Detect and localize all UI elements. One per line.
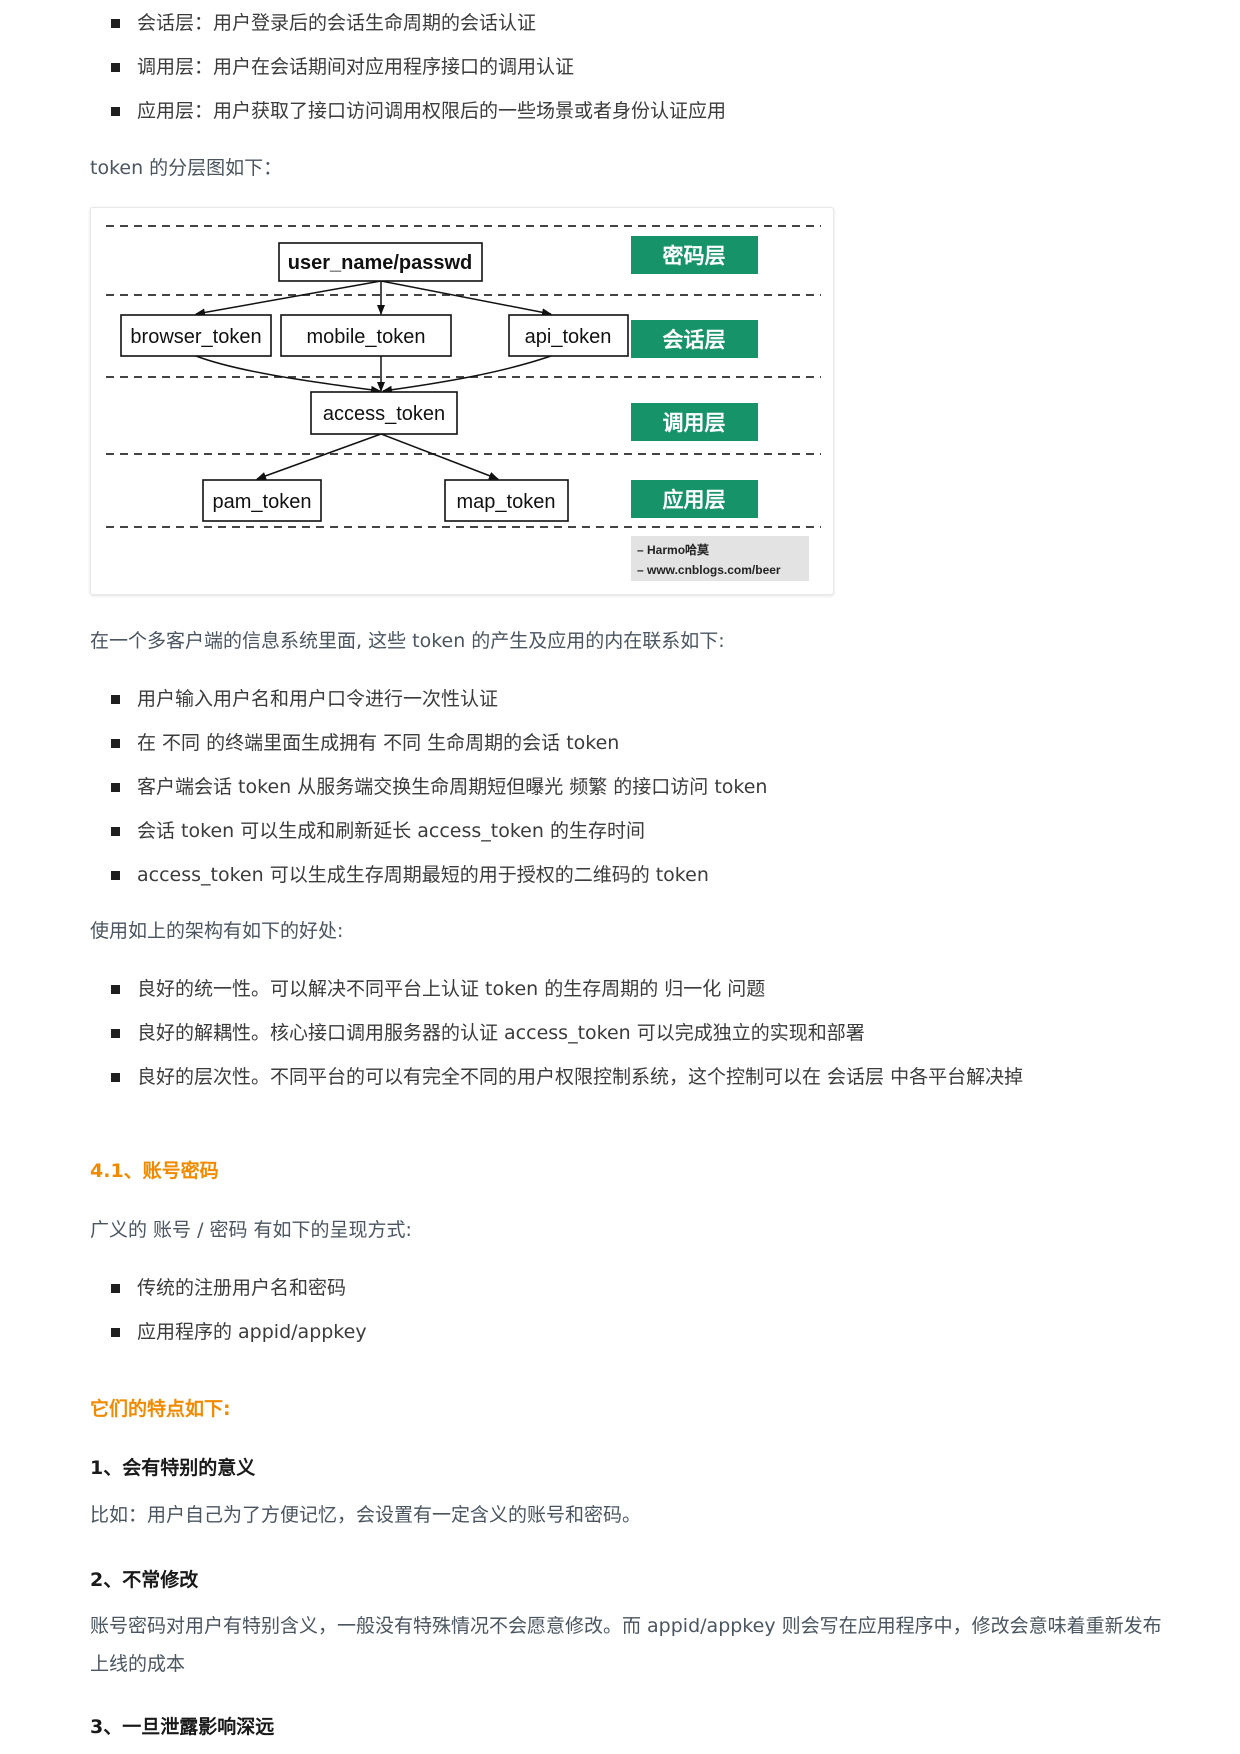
list-item: 用户输入用户名和用户口令进行一次性认证 — [0, 677, 767, 721]
bullet-square-icon — [111, 1073, 120, 1082]
list-item: 会话层：用户登录后的会话生命周期的会话认证 — [0, 1, 726, 45]
section-heading: 4.1、账号密码 — [90, 1160, 219, 1182]
layer-tag-session-label: 会话层 — [663, 328, 726, 352]
list-item: 会话 token 可以生成和刷新延长 access_token 的生存时间 — [0, 809, 767, 853]
bullet-square-icon — [111, 985, 120, 994]
node-boxes — [120, 242, 629, 522]
node-browser-box — [120, 314, 272, 357]
list-item: 良好的层次性。不同平台的可以有完全不同的用户权限控制系统，这个控制可以在 会话层… — [0, 1055, 1023, 1099]
relation-list: 用户输入用户名和用户口令进行一次性认证 在 不同 的终端里面生成拥有 不同 生命… — [0, 677, 767, 897]
node-user-box — [278, 242, 483, 282]
node-labels: user_name/passwd browser_token mobile_to… — [130, 252, 611, 513]
diagram-svg: user_name/passwd browser_token mobile_to… — [106, 225, 821, 581]
feature-1-heading: 1、会有特别的意义 — [90, 1457, 256, 1479]
bullet-square-icon — [111, 871, 120, 880]
list-item: 客户端会话 token 从服务端交换生命周期短但曝光 频繁 的接口访问 toke… — [0, 765, 767, 809]
feature-2-paragraph-line1: 账号密码对用户有特别含义，一般没有特殊情况不会愿意修改。而 appid/appk… — [90, 1615, 1162, 1637]
bullet-square-icon — [111, 827, 120, 836]
layer-tag-password — [631, 236, 758, 274]
layer-tag-password-label: 密码层 — [663, 244, 726, 268]
bullet-square-icon — [111, 107, 120, 116]
bullet-square-icon — [111, 1029, 120, 1038]
node-access-label: access_token — [323, 403, 445, 425]
bullet-square-icon — [111, 739, 120, 748]
feature-1-paragraph: 比如：用户自己为了方便记忆，会设置有一定含义的账号和密码。 — [90, 1504, 642, 1526]
arrows — [195, 280, 552, 480]
account-list: 传统的注册用户名和密码 应用程序的 appid/appkey — [0, 1266, 367, 1354]
list-item: 应用程序的 appid/appkey — [0, 1310, 367, 1354]
bullet-square-icon — [111, 1328, 120, 1337]
list-item: 在 不同 的终端里面生成拥有 不同 生命周期的会话 token — [0, 721, 767, 765]
credit-box — [631, 536, 809, 581]
feature-3-heading: 3、一旦泄露影响深远 — [90, 1716, 275, 1738]
credit-url: – www.cnblogs.com/beer — [637, 563, 781, 577]
token-intro-paragraph: token 的分层图如下： — [90, 157, 283, 179]
layer-tag-application-label: 应用层 — [663, 488, 726, 512]
token-layer-diagram: user_name/passwd browser_token mobile_to… — [90, 207, 834, 595]
node-browser-label: browser_token — [130, 326, 261, 348]
relation-intro-paragraph: 在一个多客户端的信息系统里面, 这些 token 的产生及应用的内在联系如下: — [90, 630, 725, 652]
node-mobile-label: mobile_token — [307, 326, 426, 348]
layer-tag-call-label: 调用层 — [663, 412, 726, 435]
credit-author: – Harmo哈莫 — [637, 542, 710, 557]
list-item: 调用层：用户在会话期间对应用程序接口的调用认证 — [0, 45, 726, 89]
node-map-label: map_token — [457, 491, 556, 513]
node-pam-box — [202, 479, 322, 522]
node-user-label: user_name/passwd — [288, 252, 473, 274]
list-item: 良好的统一性。可以解决不同平台上认证 token 的生存周期的 归一化 问题 — [0, 967, 1023, 1011]
layer-tag-session — [631, 320, 758, 358]
features-heading: 它们的特点如下: — [90, 1398, 231, 1420]
list-item: 传统的注册用户名和密码 — [0, 1266, 367, 1310]
bullet-square-icon — [111, 783, 120, 792]
layer-list: 会话层：用户登录后的会话生命周期的会话认证 调用层：用户在会话期间对应用程序接口… — [0, 1, 726, 133]
list-item: 良好的解耦性。核心接口调用服务器的认证 access_token 可以完成独立的… — [0, 1011, 1023, 1055]
node-api-box — [508, 314, 629, 357]
layer-separators — [106, 225, 821, 528]
bullet-square-icon — [111, 63, 120, 72]
benefit-intro-paragraph: 使用如上的架构有如下的好处: — [90, 920, 344, 942]
layer-tags — [631, 236, 758, 518]
feature-2-heading: 2、不常修改 — [90, 1569, 199, 1591]
node-mobile-box — [280, 314, 452, 357]
node-access-box — [310, 391, 458, 435]
layer-tag-call — [631, 403, 758, 441]
list-item: access_token 可以生成生存周期最短的用于授权的二维码的 token — [0, 853, 767, 897]
bullet-square-icon — [111, 1284, 120, 1293]
benefit-list: 良好的统一性。可以解决不同平台上认证 token 的生存周期的 归一化 问题 良… — [0, 967, 1023, 1099]
node-map-box — [444, 479, 569, 522]
layer-tag-labels: 密码层 会话层 调用层 应用层 — [663, 244, 726, 512]
list-item: 应用层：用户获取了接口访问调用权限后的一些场景或者身份认证应用 — [0, 89, 726, 133]
layer-tag-application — [631, 480, 758, 518]
node-pam-label: pam_token — [213, 491, 312, 513]
bullet-square-icon — [111, 695, 120, 704]
feature-2-paragraph-line2: 上线的成本 — [90, 1653, 186, 1675]
account-intro-paragraph: 广义的 账号 / 密码 有如下的呈现方式: — [90, 1219, 412, 1241]
node-api-label: api_token — [525, 326, 612, 348]
bullet-square-icon — [111, 19, 120, 28]
